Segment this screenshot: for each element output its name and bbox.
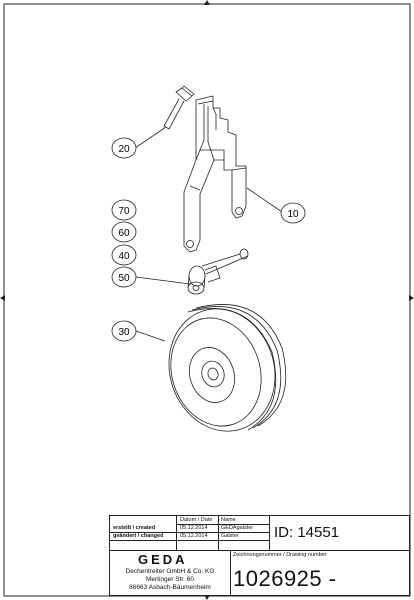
balloon-group: 20 10 70 60 40 50	[111, 137, 306, 342]
balloon-10-label: 10	[287, 209, 299, 220]
tb-line	[230, 550, 231, 595]
balloon-30: 30	[111, 320, 137, 342]
handle-pin-part	[163, 85, 195, 130]
title-block: Datum / Date Name erstellt / created 05.…	[109, 515, 410, 596]
tb-line	[110, 550, 409, 551]
drawing-number: 1026925 -	[233, 567, 337, 591]
center-mark-bottom	[204, 595, 210, 600]
tb-line	[110, 540, 269, 541]
header-name: Name	[221, 517, 236, 523]
balloon-60-label: 60	[118, 228, 130, 239]
leader-10	[246, 187, 283, 213]
created-label: erstellt / created	[113, 525, 156, 531]
tb-line	[176, 516, 177, 550]
center-mark-left	[0, 295, 5, 301]
tb-line	[110, 532, 269, 533]
balloon-50-label: 50	[118, 273, 130, 284]
leader-50	[135, 276, 191, 285]
balloon-40: 40	[111, 244, 137, 266]
wheel-part	[168, 304, 287, 432]
company-line2: Mertinger Str. 60	[145, 576, 195, 583]
balloon-20: 20	[111, 137, 137, 159]
header-date: Datum / Date	[180, 517, 213, 523]
axle-bolt-part	[187, 248, 249, 295]
center-mark-right	[409, 295, 414, 301]
company-line1: Dechentreiter GmbH & Co. KG	[125, 568, 215, 575]
balloon-50: 50	[111, 266, 137, 288]
geda-logo: GEDA	[138, 553, 188, 567]
center-mark-top	[204, 0, 210, 5]
changed-name: Galster	[221, 533, 239, 539]
balloon-30-label: 30	[118, 327, 130, 338]
created-date: 05.12.2014	[180, 525, 208, 531]
balloon-70-label: 70	[118, 206, 130, 217]
tb-line	[218, 516, 219, 550]
leader-20	[134, 126, 167, 149]
drawing-number-label: Zeichnungsnummer / Drawing number	[233, 552, 327, 558]
balloon-40-label: 40	[118, 251, 130, 262]
balloon-70: 70	[111, 199, 137, 221]
changed-date: 05.12.2014	[180, 533, 208, 539]
tb-line	[269, 516, 270, 550]
balloon-10: 10	[280, 202, 306, 224]
created-name: GEDAgalster	[221, 525, 254, 531]
company-line3: 86663 Asbach-Bäumenheim	[129, 584, 211, 591]
balloon-20-label: 20	[118, 144, 130, 155]
changed-label: geändert / changed	[113, 533, 164, 539]
tb-line	[176, 524, 269, 525]
sheet-border	[3, 3, 411, 597]
bracket-part	[183, 95, 247, 253]
id-text: ID: 14551	[274, 524, 340, 541]
balloon-60: 60	[111, 221, 137, 243]
leader-30	[135, 330, 166, 342]
